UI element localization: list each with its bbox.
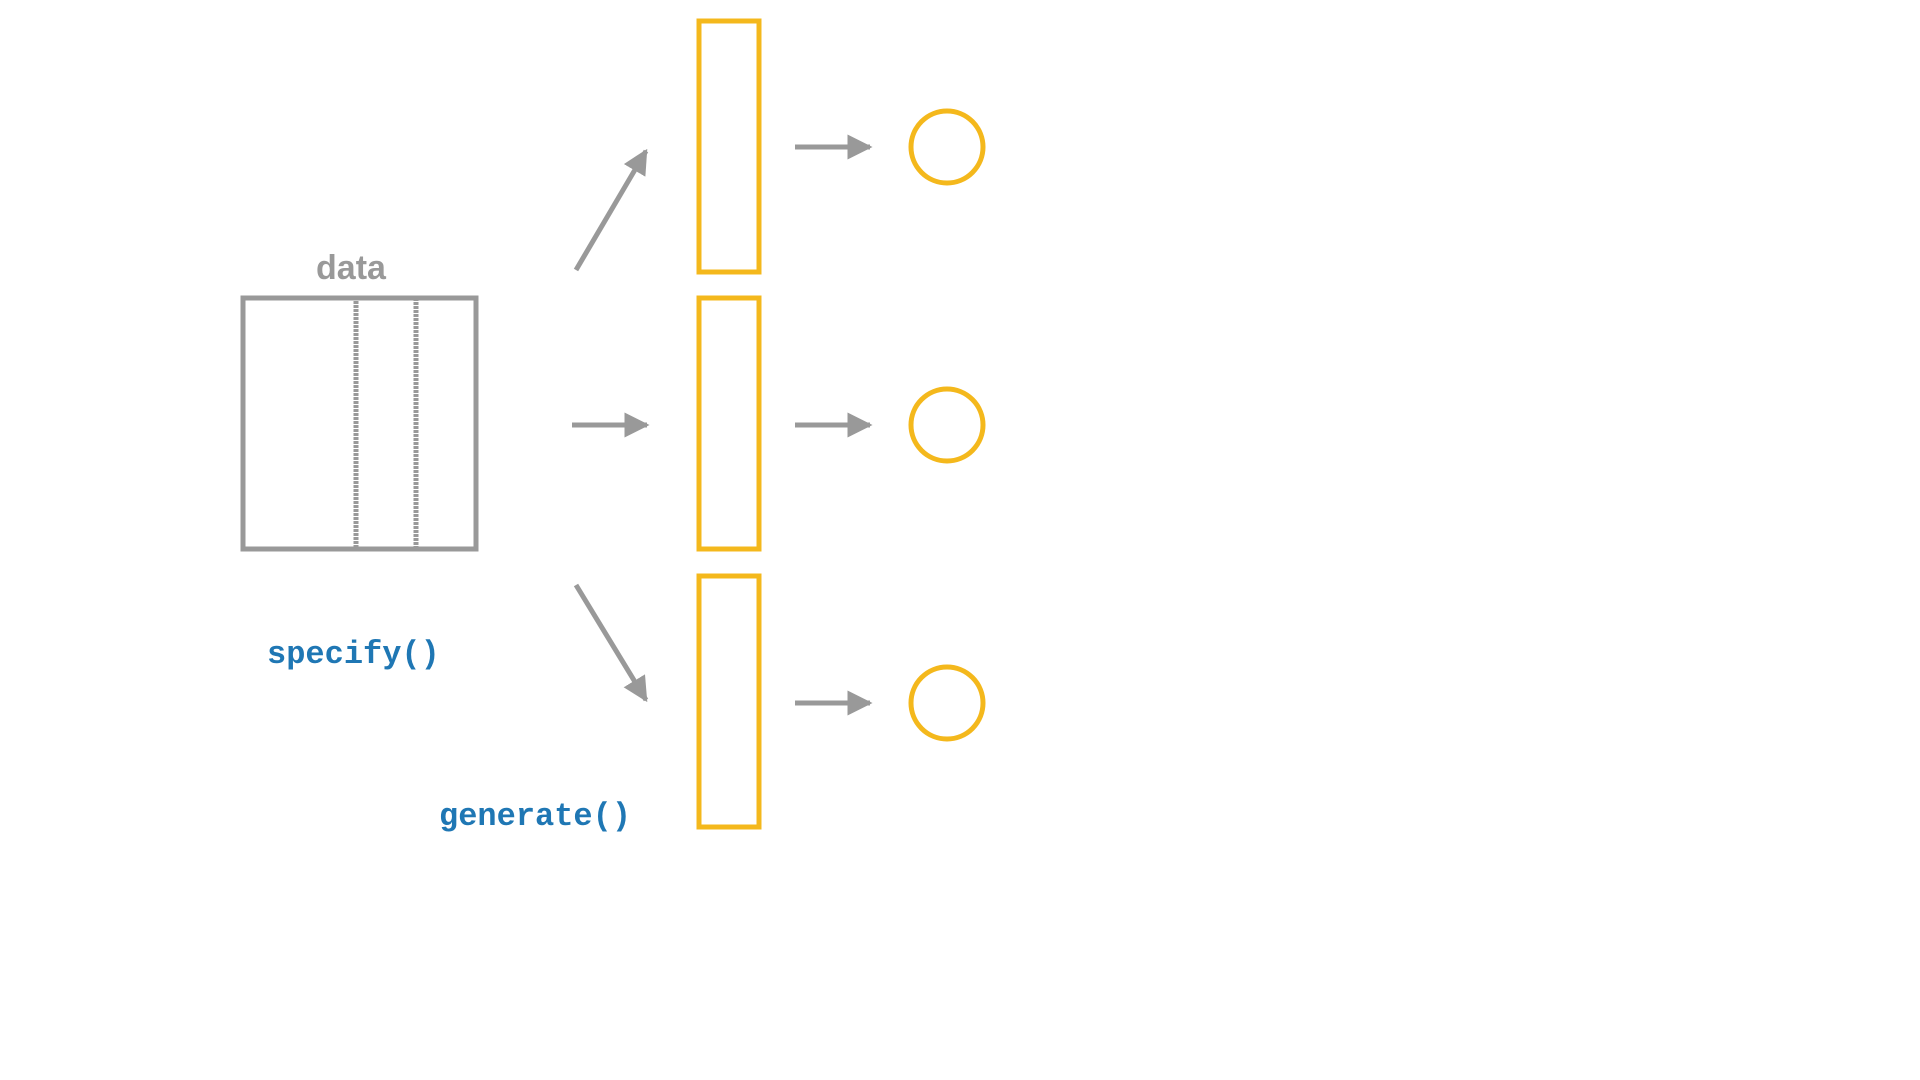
specify-label: specify(): [267, 636, 440, 673]
arrow-down: [573, 583, 649, 703]
sample-column-3: [696, 573, 762, 830]
arrow-up: [573, 148, 649, 272]
stat-circle-2: [908, 386, 986, 464]
data-label: data: [316, 249, 387, 287]
selected-column: [353, 295, 419, 552]
data-table: [240, 295, 479, 552]
sample-column-2: [696, 295, 762, 552]
stat-circle-1: [908, 108, 986, 186]
sample-column-1: [696, 18, 762, 275]
generate-label: generate(): [439, 798, 631, 835]
stat-circle-3: [908, 664, 986, 742]
